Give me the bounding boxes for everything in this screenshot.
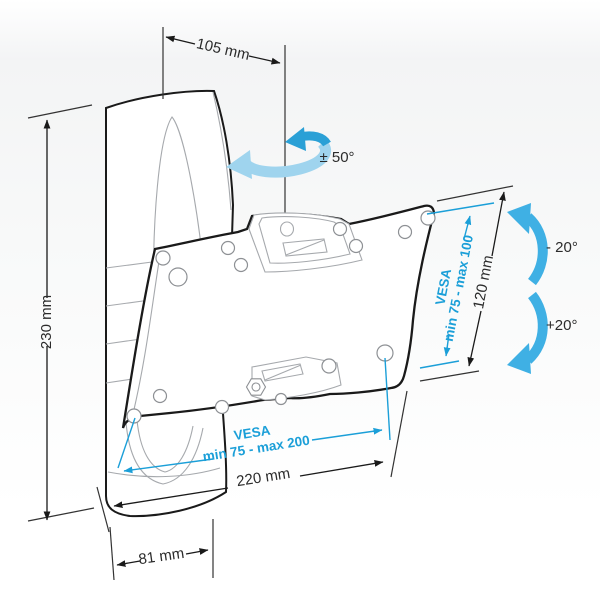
vesa200-leader-left: [117, 417, 136, 469]
swivel-ribbon: [240, 139, 332, 178]
vesa100-dim-a: [463, 215, 472, 240]
vesa100-leader-top: [426, 202, 495, 215]
dim-105-a: [165, 35, 196, 45]
vesa200-dim-b: [311, 427, 383, 441]
dim-120-label: 120 mm: [470, 254, 497, 310]
tilt-arrows: [507, 203, 548, 374]
plate-holes: [126, 210, 436, 424]
vesa-vertical-title: VESA: [432, 267, 454, 306]
plate-hole: [332, 221, 348, 237]
plate-hole: [214, 399, 230, 415]
dim-120-b: [467, 310, 482, 367]
wedge-arch: [152, 116, 208, 326]
tilt-up-arrowhead: [507, 203, 531, 234]
ext-120-top: [436, 185, 514, 202]
plate-hole: [168, 267, 188, 287]
top-pocket-inner: [258, 216, 351, 264]
under-plate-curve-outer: [125, 421, 204, 485]
dim-120-a: [491, 191, 506, 257]
vesa-vertical-label: VESA min 75 - max 100: [426, 231, 476, 343]
ext-81-left: [109, 526, 115, 581]
top-pocket-hole: [279, 221, 295, 237]
bolt-center: [251, 382, 261, 392]
swivel-arrowhead: [226, 150, 252, 179]
plate-hole: [348, 238, 364, 254]
dim-105-label: 105 mm: [195, 35, 252, 64]
hinge-line-1: [105, 261, 153, 269]
plate-hole: [321, 358, 337, 374]
ext-220-right: [390, 390, 408, 478]
extension-lines: [27, 27, 514, 581]
tilt-plus-label: +20°: [546, 317, 577, 334]
top-pocket-slot-diagonal: [285, 239, 325, 256]
hinge-line-2: [105, 299, 151, 307]
tilt-down-arrowhead: [507, 343, 531, 374]
dim-81-b: [185, 548, 209, 555]
plate-bend-line: [131, 254, 161, 419]
plate-hole: [420, 210, 436, 226]
plate-hole: [274, 392, 288, 406]
vesa100-dim-b: [443, 333, 451, 357]
plate-hole: [397, 224, 413, 240]
under-plate-curve-inner: [136, 419, 194, 473]
ext-230-top: [27, 104, 93, 119]
dimension-lines: [43, 35, 506, 567]
tilt-down-arrow: [524, 291, 548, 364]
vesa100-leader-bottom: [419, 360, 460, 369]
swivel-arrow: [226, 127, 332, 179]
swivel-angle-label: ± 50°: [319, 149, 354, 166]
foot-inner-line: [107, 467, 221, 478]
bottom-pocket-outer: [251, 356, 342, 401]
dim-220-b: [299, 460, 384, 477]
vesa-horizontal-title: VESA: [233, 423, 272, 444]
dim-230-label: 230 mm: [38, 295, 55, 349]
wedge-details: [105, 91, 232, 485]
vesa200-dim-a: [123, 458, 214, 474]
dim-220-a: [113, 487, 229, 509]
swivel-arrowhead-dark: [285, 127, 306, 151]
ext-230-bottom: [27, 507, 95, 522]
bottom-pocket-slot-diagonal: [264, 364, 302, 381]
tilt-up-arrow: [524, 213, 548, 286]
vesa200-leader-right: [384, 357, 391, 441]
ext-220-left: [96, 486, 110, 533]
plate-hole: [220, 240, 236, 256]
ext-120-bottom: [419, 370, 480, 382]
plate-hole: [233, 257, 249, 273]
wedge-ridge: [212, 91, 232, 211]
dim-81-a: [116, 560, 141, 567]
dim-105-b: [248, 55, 281, 65]
dim-81-label: 81 mm: [137, 545, 185, 568]
plate-hole: [152, 388, 168, 404]
plate-hole: [155, 250, 171, 266]
vesa-plate: [121, 204, 436, 429]
dim-220-label: 220 mm: [235, 465, 291, 490]
tilt-minus-label: - 20°: [546, 239, 578, 256]
vesa-dimension-lines: [117, 202, 495, 474]
